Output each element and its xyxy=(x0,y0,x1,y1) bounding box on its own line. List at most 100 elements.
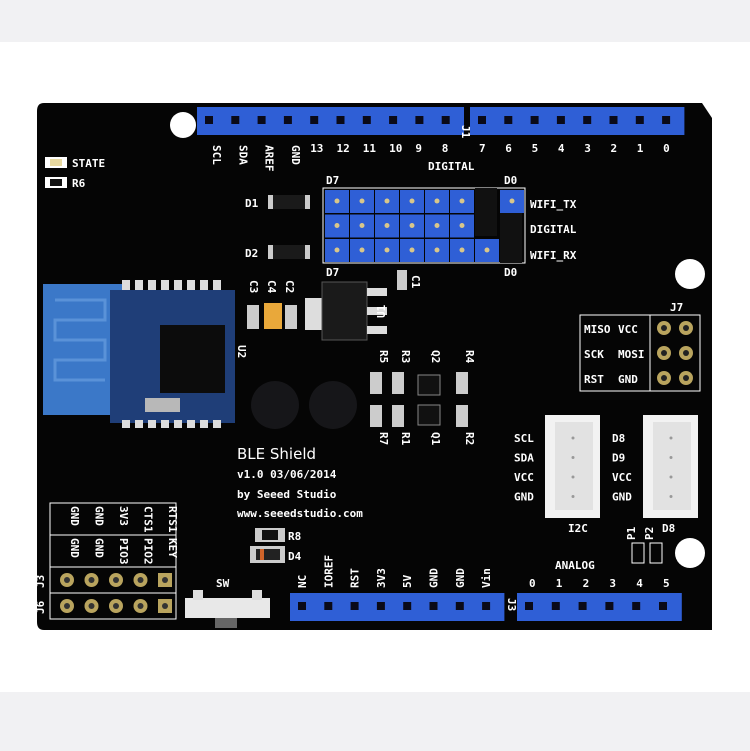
j7-label: J7 xyxy=(670,301,683,314)
header-socket[interactable] xyxy=(609,116,618,124)
header-socket[interactable] xyxy=(525,602,533,610)
header-socket[interactable] xyxy=(429,602,438,610)
j3-pin-label: GND xyxy=(68,506,81,526)
jumper-pin[interactable] xyxy=(359,198,365,204)
jumper-grid xyxy=(325,190,524,262)
pad-disc xyxy=(251,381,299,429)
header-socket[interactable] xyxy=(298,602,306,610)
jumper-cap-rx[interactable] xyxy=(500,213,522,263)
module-pad xyxy=(135,280,143,290)
jumper-pin[interactable] xyxy=(409,247,415,253)
jumper-pin[interactable] xyxy=(434,198,440,204)
header-socket[interactable] xyxy=(455,602,464,610)
header-socket[interactable] xyxy=(659,602,667,610)
jumper-cap-tx[interactable] xyxy=(475,188,497,236)
header-socket[interactable] xyxy=(324,602,333,610)
c1-label: C1 xyxy=(409,275,422,289)
header-socket[interactable] xyxy=(504,116,513,124)
module-pads xyxy=(122,280,221,428)
j7-pin-label: SCK xyxy=(584,348,604,361)
top-right-header xyxy=(470,107,685,135)
j6-pin-label: GND xyxy=(93,538,106,558)
jumper-pin[interactable] xyxy=(459,223,465,228)
r5-resistor xyxy=(370,372,382,394)
bottom-band xyxy=(0,692,750,751)
header-socket[interactable] xyxy=(530,116,539,124)
j7-pin-label: GND xyxy=(618,373,638,386)
jumper-pin[interactable] xyxy=(434,247,440,253)
r1-resistor xyxy=(392,405,404,427)
jumper-pin[interactable] xyxy=(459,247,465,253)
module-pad xyxy=(200,420,208,428)
jumper-pin[interactable] xyxy=(359,247,365,253)
module-pad xyxy=(122,420,130,428)
jumper-pin[interactable] xyxy=(384,198,390,204)
header-socket[interactable] xyxy=(376,602,385,610)
r1-label: R1 xyxy=(399,432,412,446)
jumper-pin[interactable] xyxy=(484,247,490,253)
jumper-outline xyxy=(322,187,526,264)
header-socket[interactable] xyxy=(362,116,371,124)
pin-label: 4 xyxy=(558,142,565,155)
grove-pin-label: D8 xyxy=(612,432,625,445)
jumper-pin[interactable] xyxy=(384,247,390,253)
header-socket[interactable] xyxy=(205,116,213,124)
jumper-pin[interactable] xyxy=(409,198,415,204)
state-label: STATE xyxy=(72,157,105,170)
header-socket[interactable] xyxy=(389,116,398,124)
d0-label-bottom: D0 xyxy=(504,266,517,279)
pin-label: 11 xyxy=(363,142,377,155)
ble-chip xyxy=(160,325,225,393)
jumper-pin[interactable] xyxy=(384,223,390,228)
jumper-pin[interactable] xyxy=(434,223,440,228)
header-socket[interactable] xyxy=(482,602,491,610)
switch-slider[interactable] xyxy=(215,618,237,628)
jumper-pin[interactable] xyxy=(334,247,340,253)
header-socket[interactable] xyxy=(441,116,450,124)
jumper-pin[interactable] xyxy=(409,223,415,228)
header-socket[interactable] xyxy=(350,602,359,610)
board-version: v1.0 03/06/2014 xyxy=(237,468,337,481)
j6-pin-label: PIO2 xyxy=(142,538,155,565)
module-pad xyxy=(187,280,195,290)
j7-pin-label: VCC xyxy=(618,323,638,336)
header-socket[interactable] xyxy=(415,116,424,124)
header-socket[interactable] xyxy=(257,116,266,124)
jumper-pin[interactable] xyxy=(459,198,465,204)
jumper-pin[interactable] xyxy=(334,198,340,204)
header-socket[interactable] xyxy=(662,116,671,124)
jumper-pin[interactable] xyxy=(509,198,515,204)
header-socket[interactable] xyxy=(231,116,240,124)
pin-label: SDA xyxy=(236,145,249,165)
j3-power-label: J3 xyxy=(505,598,518,611)
jumper-pin[interactable] xyxy=(359,223,365,228)
header-socket[interactable] xyxy=(605,602,614,610)
header-socket[interactable] xyxy=(310,116,319,124)
mounting-hole xyxy=(675,259,705,289)
power-switch[interactable] xyxy=(185,598,270,618)
r7-label: R7 xyxy=(377,432,390,445)
header-socket[interactable] xyxy=(551,602,560,610)
jumper-pin[interactable] xyxy=(334,223,340,228)
header-socket[interactable] xyxy=(556,116,565,124)
grove-pin-label: SDA xyxy=(514,452,534,465)
header-socket[interactable] xyxy=(283,116,292,124)
pin-label: 7 xyxy=(479,142,486,155)
header-socket[interactable] xyxy=(403,602,412,610)
header-socket[interactable] xyxy=(635,116,644,124)
j6-pin-label: PIO3 xyxy=(117,538,130,565)
j3-pin-label: CTS1 xyxy=(142,506,155,533)
header-socket[interactable] xyxy=(336,116,345,124)
grove-pin-label: D9 xyxy=(612,452,625,465)
header-socket[interactable] xyxy=(632,602,641,610)
header-socket[interactable] xyxy=(583,116,592,124)
r5-label: R5 xyxy=(377,350,390,363)
power-pin-label: GND xyxy=(428,568,441,588)
header-socket[interactable] xyxy=(478,116,486,124)
header-socket[interactable] xyxy=(578,602,587,610)
digital-label: DIGITAL xyxy=(428,160,475,173)
